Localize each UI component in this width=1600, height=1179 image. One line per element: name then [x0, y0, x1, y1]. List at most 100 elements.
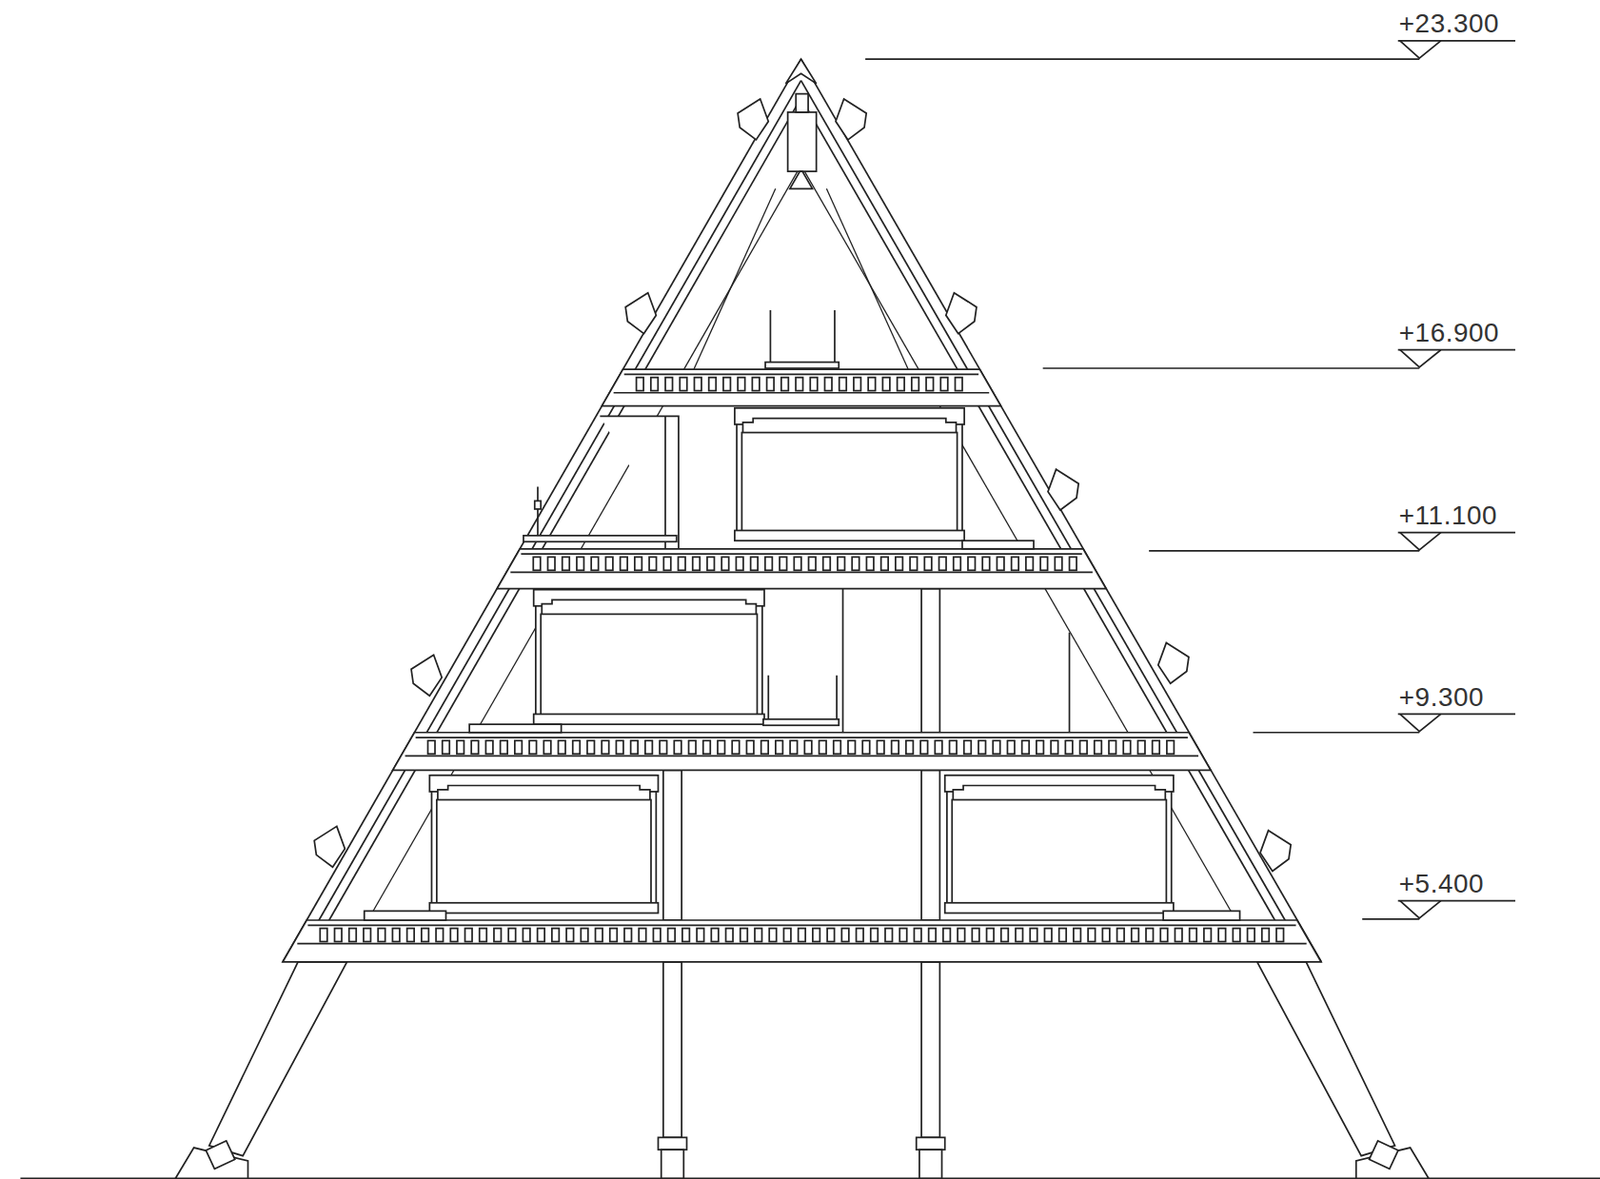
- joist: [823, 556, 831, 571]
- joist: [1029, 928, 1038, 943]
- joist: [624, 928, 633, 943]
- joist: [1050, 740, 1059, 754]
- roof-bracket: [314, 826, 345, 868]
- left-leg: [209, 962, 348, 1157]
- joist: [537, 928, 546, 943]
- joist: [1001, 928, 1009, 943]
- joist: [696, 928, 705, 943]
- joist: [949, 740, 958, 754]
- joist: [827, 928, 835, 943]
- joist: [709, 377, 717, 392]
- joist: [711, 928, 719, 943]
- joist: [1108, 740, 1117, 754]
- room-module: [945, 775, 1174, 914]
- joist: [407, 928, 415, 943]
- joist: [761, 740, 770, 754]
- right-leg: [1257, 962, 1396, 1157]
- joist: [1218, 928, 1226, 943]
- joist: [335, 928, 343, 943]
- slab: [393, 732, 1211, 771]
- joist: [1011, 556, 1020, 571]
- joist: [665, 377, 673, 392]
- slab-line: [307, 925, 1296, 928]
- joist: [775, 740, 784, 754]
- joist: [996, 556, 1005, 571]
- joist: [1102, 928, 1110, 943]
- elevation-label: +5.400: [1399, 869, 1484, 898]
- joist: [576, 556, 585, 571]
- joist: [349, 928, 357, 943]
- roof-bracket: [411, 654, 442, 696]
- joist: [552, 928, 560, 943]
- joist: [1123, 740, 1131, 754]
- joist: [987, 928, 995, 943]
- joist: [746, 740, 754, 754]
- joist: [631, 740, 639, 754]
- joist: [1160, 928, 1168, 943]
- level-marker: [1253, 713, 1517, 732]
- joist: [610, 928, 618, 943]
- joist: [1137, 740, 1146, 754]
- joist: [839, 377, 848, 392]
- joist: [895, 556, 904, 571]
- joist: [442, 740, 451, 754]
- joist: [781, 377, 790, 392]
- joist: [866, 556, 874, 571]
- joist: [783, 928, 791, 943]
- joist: [924, 556, 932, 571]
- slab-outline: [496, 549, 1107, 590]
- joist: [833, 740, 842, 754]
- joist: [795, 377, 804, 392]
- joist: [1262, 928, 1270, 943]
- joist: [943, 928, 951, 943]
- joist: [1087, 928, 1096, 943]
- joist: [1145, 928, 1154, 943]
- joist: [913, 928, 922, 943]
- joist: [769, 928, 777, 943]
- joist: [885, 928, 893, 943]
- joist: [897, 377, 906, 392]
- joist: [754, 928, 763, 943]
- elevation-label: +23.300: [1399, 9, 1500, 39]
- room-module: [429, 775, 658, 914]
- joist: [638, 928, 647, 943]
- slab-line: [624, 374, 979, 376]
- slab-outline: [790, 171, 813, 189]
- joist: [751, 377, 760, 392]
- column-base: [916, 1137, 946, 1150]
- joist: [689, 740, 697, 754]
- joist: [953, 556, 962, 571]
- slab-outline: [601, 369, 1001, 407]
- slab-line: [520, 553, 1082, 555]
- joist: [779, 556, 788, 571]
- joist: [533, 556, 541, 571]
- roof-bracket: [1158, 642, 1189, 684]
- joist: [899, 928, 908, 943]
- joist: [580, 928, 589, 943]
- joist: [601, 740, 610, 754]
- joist: [906, 740, 914, 754]
- joist: [678, 556, 687, 571]
- level-marker: [1362, 901, 1516, 920]
- slab-line: [405, 755, 1199, 758]
- joist: [651, 377, 659, 392]
- joist: [853, 377, 862, 392]
- floor-slabs: [282, 171, 1322, 963]
- joist: [693, 377, 702, 392]
- joist: [868, 377, 876, 392]
- joist: [1015, 928, 1024, 943]
- joist: [1166, 740, 1175, 754]
- joist: [876, 740, 885, 754]
- joist: [1054, 556, 1063, 571]
- slab-line: [510, 572, 1093, 574]
- joist: [1232, 928, 1241, 943]
- joist: [934, 740, 943, 754]
- slab: [601, 369, 1001, 407]
- joist: [1040, 556, 1048, 571]
- roof-bracket: [737, 98, 769, 140]
- left-joint: [205, 1141, 235, 1169]
- slab-line: [613, 392, 990, 395]
- joist: [529, 740, 537, 754]
- joist: [967, 556, 976, 571]
- joist: [615, 740, 624, 754]
